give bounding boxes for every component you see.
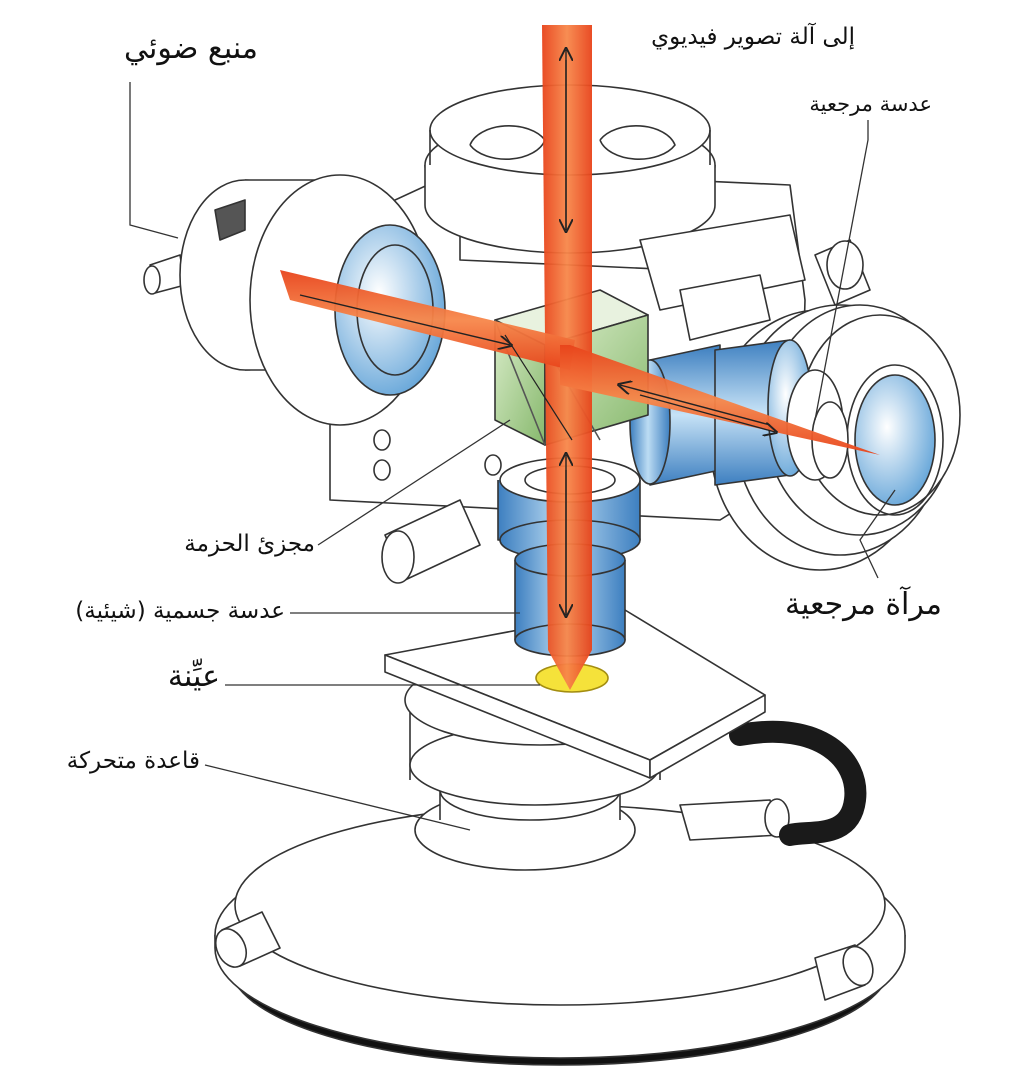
label-beam-splitter: مجزئ الحزمة	[184, 531, 315, 557]
leader-light-source	[129, 82, 179, 239]
light-beams	[280, 25, 880, 690]
label-reference-lens: عدسة مرجعية	[809, 92, 932, 116]
label-video-camera: إلى آلة تصوير فيديوي	[651, 24, 855, 50]
leader-moving-stage	[204, 764, 471, 831]
stage-knob-right	[814, 944, 874, 1001]
label-reference-mirror: مرآة مرجعية	[785, 587, 942, 622]
leader-lines	[129, 82, 896, 831]
reference-mirror-glass	[854, 374, 936, 506]
reference-beam	[560, 345, 880, 455]
label-moving-stage: قاعدة متحركة	[66, 748, 200, 774]
stage-knob-left	[214, 911, 281, 968]
light-source-housing	[143, 174, 446, 426]
hose	[729, 720, 867, 846]
leader-reference-lens	[814, 120, 869, 421]
label-light-source: منبع ضوئي	[123, 31, 258, 66]
label-sample: عيِّنة	[167, 659, 220, 694]
leader-beam-splitter	[317, 419, 511, 546]
leader-reference-mirror	[859, 489, 896, 579]
label-objective-lens: عدسة جسمية (شيئية)	[75, 598, 285, 624]
